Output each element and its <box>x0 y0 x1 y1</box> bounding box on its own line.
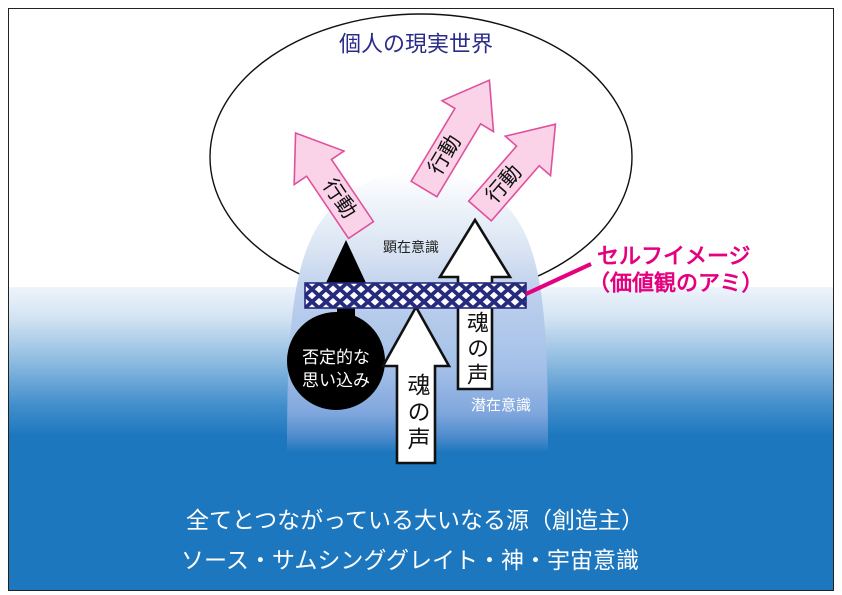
action-arrow-shape <box>410 78 495 198</box>
negative-belief-circle <box>287 312 385 410</box>
soul-voice-arrow-center <box>380 304 452 465</box>
self-image-net <box>304 282 527 309</box>
soul-voice-label-center: 魂の声 <box>403 373 429 454</box>
action-arrow-shape <box>293 131 375 240</box>
action-arrow-shape <box>467 123 557 222</box>
source-label-line1: 全てとつながっている大いなる源（創造主） <box>186 508 644 534</box>
diagram-title: 個人の現実世界 <box>339 33 493 58</box>
conscious-mind-label: 顕在意識 <box>383 239 439 256</box>
self-image-pointer-line <box>525 262 592 296</box>
negative-belief-label-line2: 思い込み <box>302 371 370 391</box>
source-label-line2: ソース・サムシンググレイト・神・宇宙意識 <box>181 548 639 574</box>
self-image-sublabel: （価値観のアミ） <box>588 271 764 297</box>
subconscious-mind-label: 潜在意識 <box>471 396 531 414</box>
negative-belief-label-line1: 否定的な <box>302 348 370 368</box>
diagram-frame <box>8 8 834 591</box>
self-image-label: セルフイメージ <box>597 245 751 270</box>
soul-voice-label-right: 魂の声 <box>463 311 488 389</box>
